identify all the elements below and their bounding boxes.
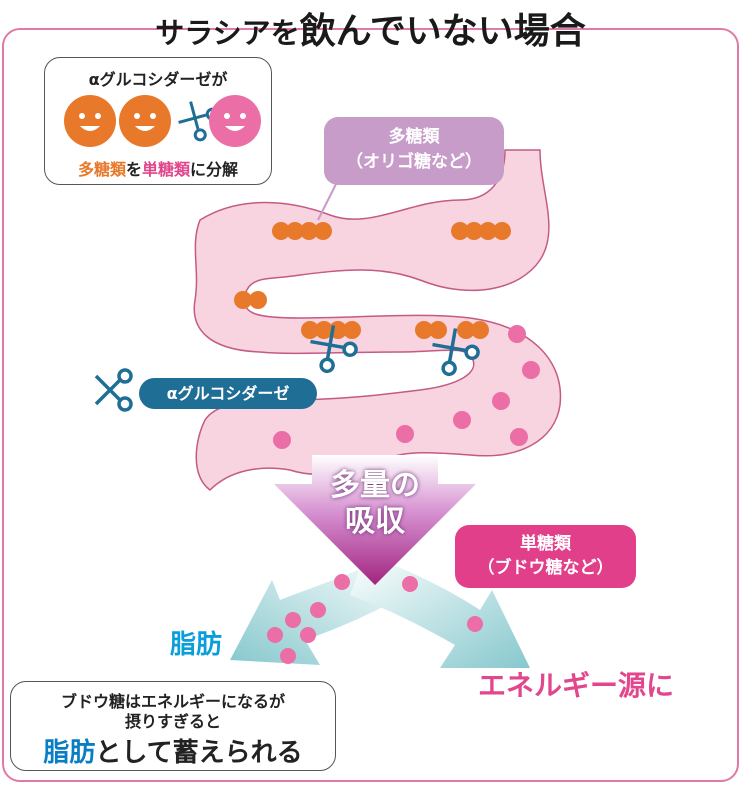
- orange-sugar-icon: [119, 95, 171, 147]
- callout-poly-line2: （オリゴ糖など）: [346, 152, 482, 172]
- scissors-icon: [310, 325, 358, 374]
- note-line2: 摂りすぎると: [124, 712, 221, 731]
- title-part1: サラシアを: [155, 16, 300, 50]
- scissors-icon: [432, 328, 480, 377]
- intestine: [193, 149, 562, 491]
- pink-sugar-icon: [209, 95, 261, 147]
- callout-poly-line1: 多糖類: [388, 127, 440, 147]
- note-line1: ブドウ糖はエネルギーになるが: [60, 692, 285, 711]
- fat-label: 脂肪: [170, 630, 223, 660]
- legend-enzyme-text: αグルコシダーゼが: [88, 70, 228, 89]
- note-box: ブドウ糖はエネルギーになるが 摂りすぎると 脂肪として蓄えられる: [10, 681, 336, 771]
- note-rest: として蓄えられる: [95, 738, 303, 768]
- polysaccharide-cluster: [272, 222, 332, 240]
- title-part2: 飲んでいない場合: [299, 11, 586, 52]
- legend-mono: 単糖類: [142, 160, 191, 179]
- callout-mono-line1: 単糖類: [520, 534, 571, 554]
- legend-box: αグルコシダーゼが 多糖類を単糖類に分解: [44, 57, 272, 185]
- scissors-icon: [94, 368, 133, 412]
- enzyme-label: αグルコシダーゼ: [139, 378, 317, 409]
- energy-branch-arrow: [350, 555, 530, 668]
- note-line3: 脂肪として蓄えられる: [11, 732, 335, 769]
- outer-frame: [2, 28, 739, 782]
- absorption-label: 多量の 吸収: [300, 468, 450, 540]
- absorb-line2: 吸収: [345, 504, 405, 539]
- legend-graphic: [64, 95, 261, 147]
- orange-sugar-icon: [64, 95, 116, 147]
- polysaccharide-callout: 多糖類 （オリゴ糖など）: [324, 117, 504, 185]
- page-title: サラシアを飲んでいない場合: [0, 2, 741, 54]
- polysaccharide-cluster: [301, 321, 361, 339]
- monosaccharide-dots: [273, 325, 540, 449]
- note-emph: 脂肪: [43, 738, 96, 768]
- energy-label: エネルギー源に: [478, 669, 675, 702]
- callout-mono-line2: （ブドウ糖など）: [477, 558, 614, 578]
- polysaccharide-cluster: [415, 321, 489, 339]
- fat-dots: [267, 574, 350, 664]
- legend-poly: 多糖類: [77, 160, 126, 179]
- absorption-arrow: [274, 455, 476, 585]
- polysaccharide-cluster: [451, 222, 511, 240]
- monosaccharide-callout: 単糖類 （ブドウ糖など）: [455, 525, 636, 588]
- energy-dots: [402, 576, 483, 632]
- disaccharide-cluster: [234, 291, 267, 309]
- legend-caption: 多糖類を単糖類に分解: [45, 156, 271, 180]
- callout-pointer: [317, 183, 337, 221]
- legend-particle2: に分解: [190, 160, 239, 179]
- absorb-line1: 多量の: [330, 468, 420, 503]
- legend-particle1: を: [125, 160, 142, 179]
